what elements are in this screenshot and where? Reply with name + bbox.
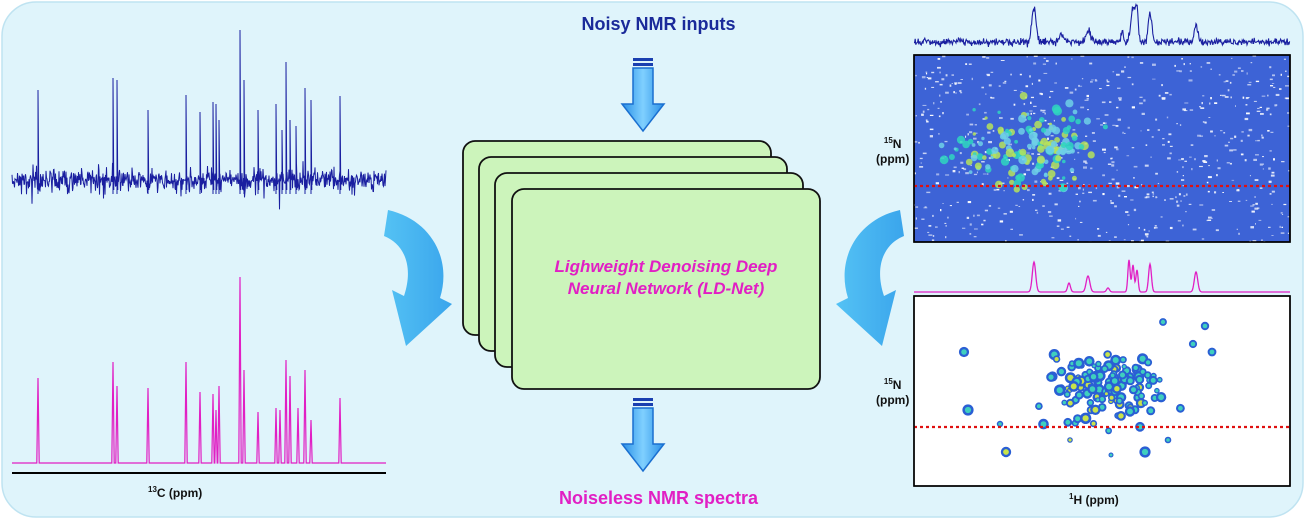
n15-unit: (ppm) [876,152,910,166]
arrow-down-icon [620,58,666,133]
clean-13c-spectrum [12,276,386,464]
n15-isotope: 15 [883,377,893,386]
noisy-13c-spectrum [11,29,387,210]
h1-axis-label: 1H (ppm) [1069,492,1119,507]
h1-isotope: 1 [1069,492,1074,501]
h1-axis-text: H (ppm) [1073,493,1119,507]
c13-isotope: 13 [148,485,157,494]
curved-arrow-icon [384,210,452,346]
network-label: Lighweight Denoising Deep Neural Network… [512,256,820,300]
n15-element: N [892,137,902,151]
network-box-front [511,188,821,390]
n15-axis-label-bottom: 15N (ppm) [876,374,909,408]
noisy-2d-hsqc-map [913,54,1291,243]
arrow-down-icon [620,398,666,473]
network-label-line-2: Neural Network (LD-Net) [567,279,765,298]
c13-axis-text: C (ppm) [156,486,203,500]
noisy-1h-projection [913,2,1291,48]
curved-arrow-icon [836,210,904,346]
n15-axis-label-top: 15N (ppm) [876,133,909,167]
n15-isotope: 15 [883,136,893,145]
n15-unit: (ppm) [876,393,910,407]
clean-1h-projection [914,259,1290,293]
clean-2d-hsqc-map [913,295,1291,487]
network-stack [462,140,821,390]
network-label-line-1: Lighweight Denoising Deep [554,257,778,276]
noisy-inputs-title: Noisy NMR inputs [581,14,736,34]
c13-axis-label: 13C (ppm) [148,485,202,500]
noiseless-spectra-title: Noiseless NMR spectra [558,488,759,508]
n15-element: N [892,378,902,392]
